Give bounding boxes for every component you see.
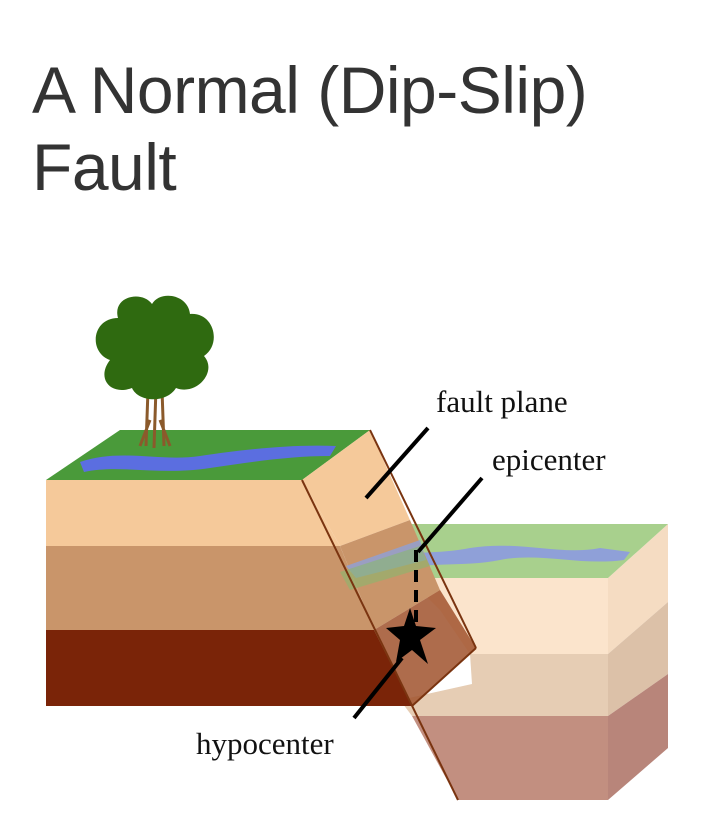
tree-trunk [138,387,172,449]
fault-slab-bottom [374,590,476,706]
hanging-wall-front-bottom-layer [412,716,608,800]
footwall-mid-layer [46,546,374,630]
hypocenter-star [386,608,436,664]
title-line-1: A Normal (Dip-Slip) [32,53,588,127]
page-title: A Normal (Dip-Slip) Fault [32,52,692,206]
fault-plane-edge-upper [369,429,477,649]
hanging-wall-block [344,524,668,800]
fault-plane-leader [364,426,430,500]
fault-plane-edge-outer [301,479,459,801]
fault-plane-edge-lower [411,647,477,707]
tree-canopy [95,295,214,400]
hanging-wall-front-mid-layer [400,654,608,716]
footwall-block [46,430,412,706]
hanging-wall-side-top-layer [608,524,668,654]
footwall-river [80,445,336,472]
tree [95,295,214,449]
hanging-wall-side-bottom-layer [608,674,668,800]
fault-slab-top [302,430,410,546]
fault-slab-grass-strip [340,546,430,590]
title-line-2: Fault [32,130,177,204]
label-epicenter: epicenter [492,442,606,477]
footwall-top-layer [46,480,340,546]
hanging-wall-side-mid-layer [608,602,668,716]
footwall-bottom-layer [46,630,412,706]
fault-slab [301,429,477,801]
epicenter-leader [416,476,484,554]
hypocenter-leader [352,656,404,720]
label-fault-plane: fault plane [436,384,568,419]
label-hypocenter: hypocenter [196,726,334,761]
